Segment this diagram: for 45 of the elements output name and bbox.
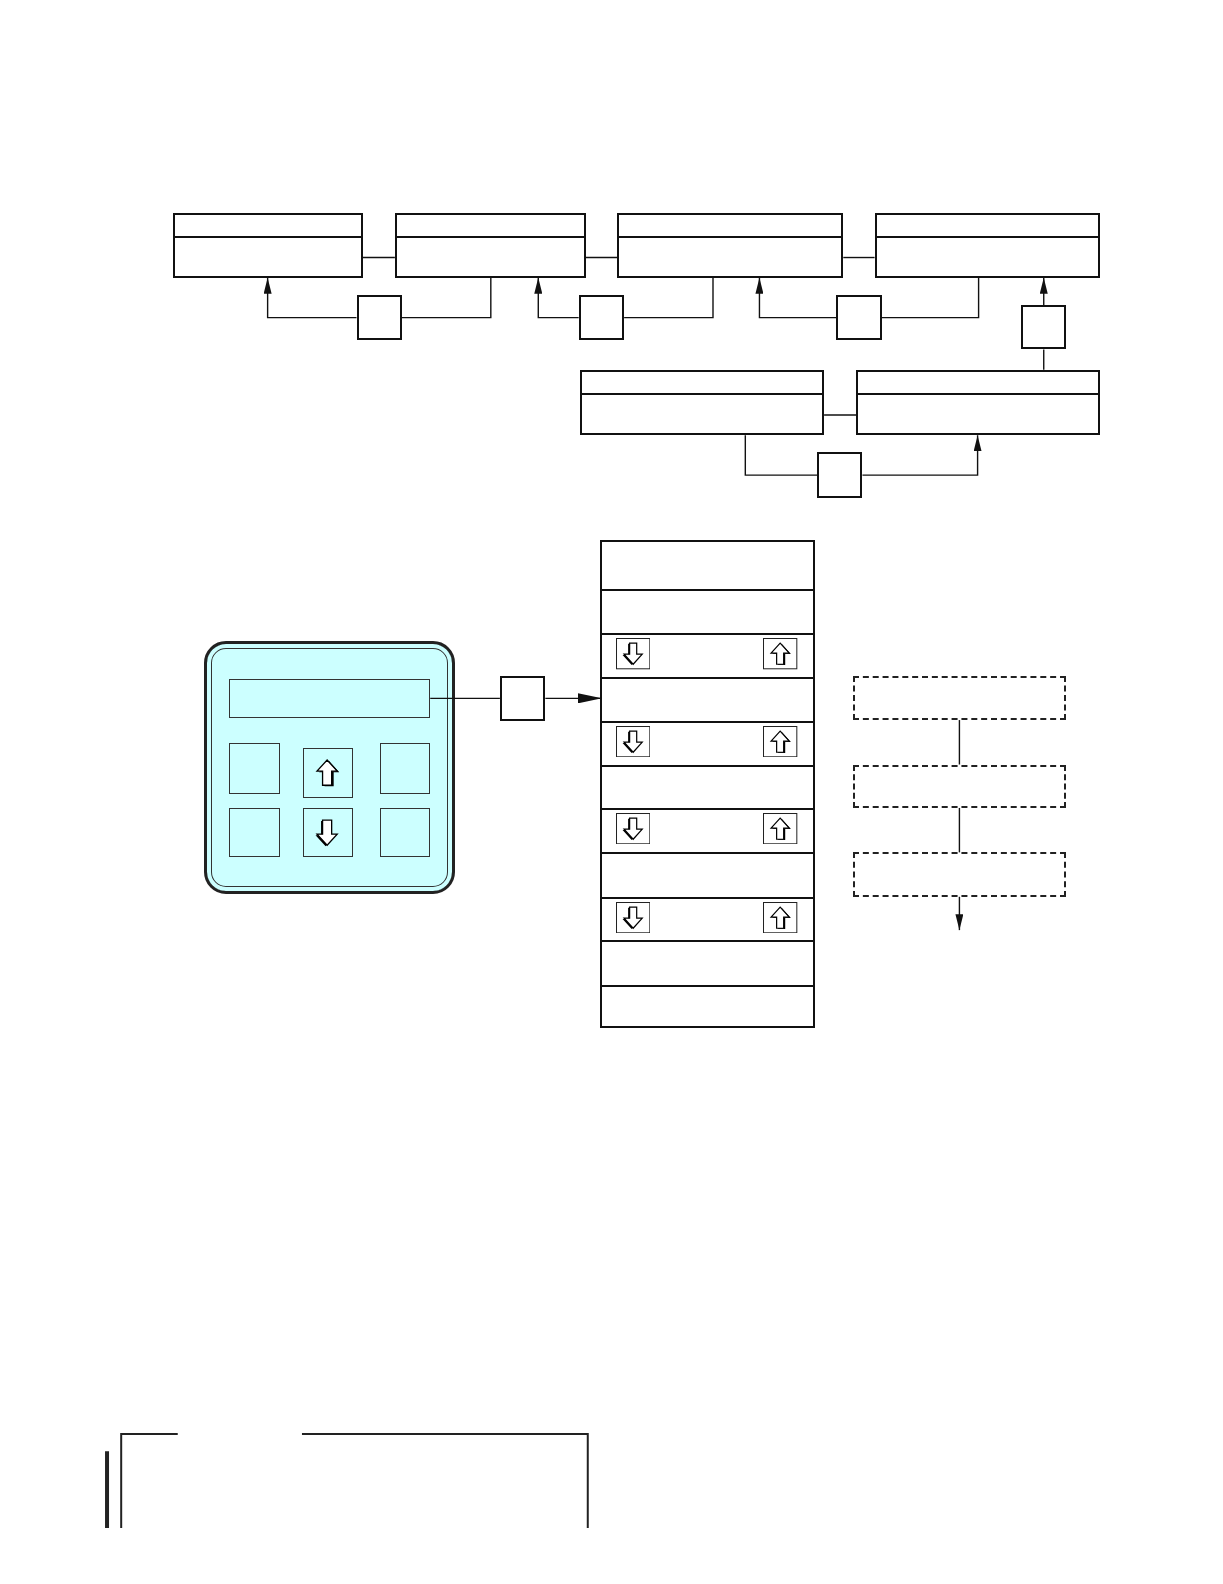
connector-line [401, 277, 492, 319]
header-block [172, 213, 363, 278]
dashed-box [853, 675, 1067, 721]
header-block [617, 213, 844, 278]
small-box [356, 294, 402, 341]
arrow [1039, 277, 1048, 306]
small-box [499, 675, 546, 722]
connector-line [1043, 348, 1045, 371]
dashed-box [853, 852, 1067, 897]
keypad-key [379, 743, 431, 794]
keypad-key [229, 807, 280, 858]
keypad-key [229, 743, 280, 794]
connector-line [823, 414, 858, 416]
header-block [856, 369, 1100, 436]
keypad-key [302, 807, 354, 858]
keypad-panel [204, 641, 456, 894]
menu-row [601, 635, 813, 679]
keypad-key [379, 807, 431, 858]
connector-line [958, 719, 961, 766]
menu-row [601, 723, 813, 767]
connector-line [585, 256, 618, 259]
arrow [263, 277, 358, 319]
connector-line [744, 434, 818, 476]
small-box [817, 452, 863, 498]
connector-line [429, 697, 501, 700]
connector-line [958, 807, 961, 854]
arrow [544, 693, 603, 704]
connector-line [623, 277, 714, 319]
arrow [955, 896, 964, 931]
keypad-key [302, 748, 354, 798]
connector-line [361, 256, 396, 259]
small-box [1021, 305, 1067, 350]
header-block [394, 213, 586, 278]
connector-line [880, 277, 980, 319]
small-box [836, 294, 882, 341]
menu-list-panel [599, 540, 815, 1029]
arrow [861, 434, 982, 476]
display-window [229, 678, 431, 718]
arrow [755, 277, 837, 319]
header-block [874, 213, 1100, 278]
connector-line [842, 256, 876, 259]
header-block [579, 369, 825, 436]
arrow [534, 277, 580, 319]
small-box [578, 294, 625, 341]
dashed-box [853, 764, 1067, 808]
